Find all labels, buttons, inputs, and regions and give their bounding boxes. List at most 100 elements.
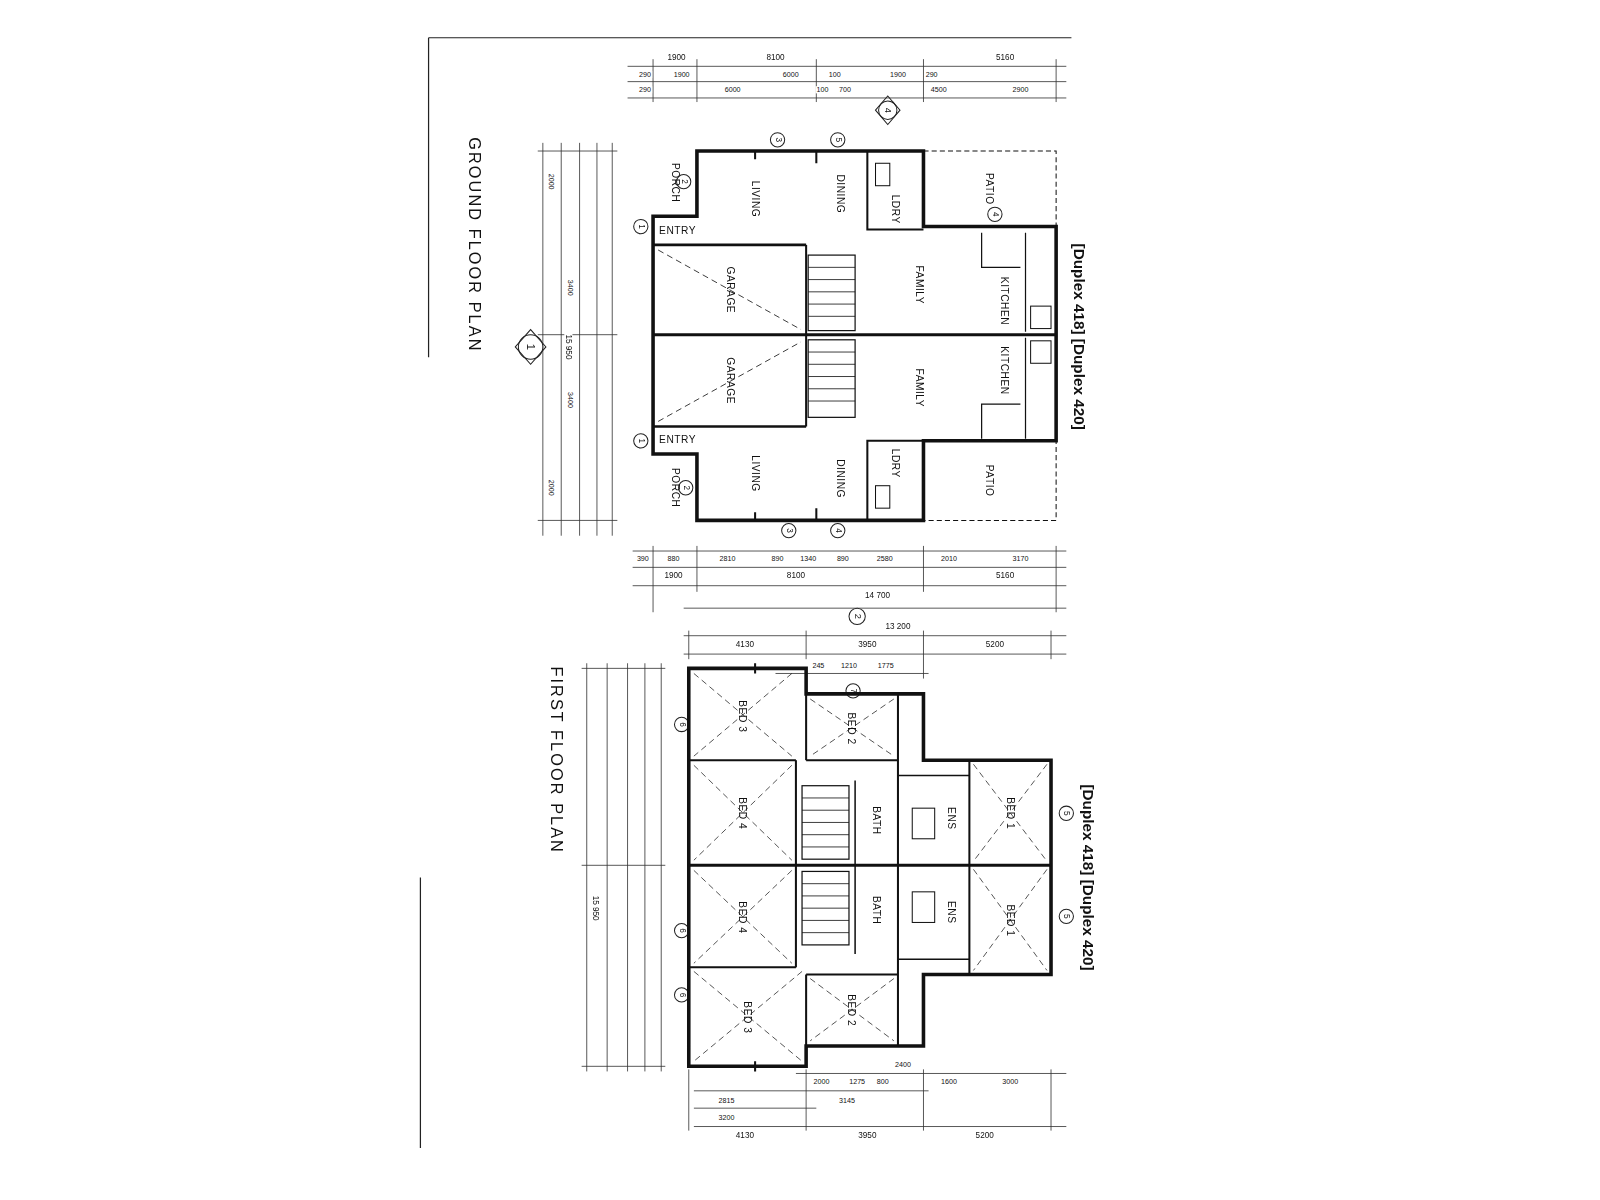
dimension-text: 800	[876, 1078, 890, 1085]
plan-linework	[912, 892, 934, 923]
room-area: ENS	[937, 780, 968, 858]
plan-linework	[806, 631, 807, 660]
plan-linework	[923, 441, 1056, 521]
first-floor-walls	[689, 663, 1051, 1071]
plan-linework	[596, 143, 597, 536]
plan-linework	[634, 219, 648, 233]
dimension-text: 5200	[975, 1132, 995, 1140]
plan-linework	[846, 684, 860, 698]
room-area: GARAGE	[658, 248, 803, 332]
room-area: DINING	[816, 155, 865, 233]
room-area: LIVING	[704, 429, 806, 519]
dimension-text: 2000	[812, 1078, 830, 1085]
room-name: BED 3	[737, 700, 748, 732]
plan-linework	[696, 546, 697, 592]
dimension-text: 14 700	[864, 592, 891, 600]
grid-callout: 6	[678, 992, 686, 999]
dimension-text: 100	[815, 86, 829, 93]
room-area: ENTRY	[657, 427, 698, 454]
grid-callout: 6	[678, 721, 686, 728]
plan-linework	[612, 143, 613, 536]
dimension-text: 5160	[995, 54, 1015, 62]
plan-linework	[805, 974, 807, 1045]
room-name: BED 1	[1005, 797, 1016, 829]
room-area: LDRY	[869, 189, 922, 230]
plan-linework	[805, 694, 807, 760]
room-name: ENTRY	[659, 434, 696, 445]
room-area: PATIO	[926, 153, 1055, 224]
plan-title: FIRST FLOOR PLAN	[548, 665, 564, 855]
dimension-text: 100	[828, 71, 842, 78]
plan-linework	[923, 59, 924, 102]
plan-linework	[923, 546, 924, 592]
plan-linework	[684, 654, 1067, 655]
dimension-text: 3950	[857, 641, 877, 649]
plan-linework	[607, 663, 608, 1071]
plan-linework	[688, 1069, 689, 1130]
grid-bubbles	[515, 96, 1073, 1002]
room-name: BATH	[871, 806, 882, 835]
room-area: KITCHEN	[984, 339, 1025, 402]
dimension-text: 4500	[930, 86, 948, 93]
plan-linework	[653, 546, 654, 612]
room-area: BED 1	[971, 868, 1049, 972]
room-name: PATIO	[984, 173, 995, 205]
room-area: GARAGE	[658, 338, 803, 424]
dimension-text: 290	[638, 71, 652, 78]
plan-title: GROUND FLOOR PLAN	[466, 136, 482, 353]
room-name: FAMILY	[914, 368, 925, 407]
plan-linework	[688, 631, 689, 660]
grid-callout: 7	[849, 688, 857, 695]
room-area: BED 2	[808, 698, 896, 758]
room-name: PORCH	[669, 468, 680, 507]
dimension-text: 2400	[894, 1061, 912, 1068]
plan-linework	[518, 335, 542, 359]
dimension-text: 1900	[663, 571, 683, 579]
plan-linework	[633, 551, 1067, 552]
plan-linework	[808, 267, 855, 401]
dimension-text: 2815	[718, 1096, 736, 1103]
grid-callout: 5	[1062, 913, 1070, 920]
plan-linework	[644, 663, 645, 1071]
plan-linework	[653, 333, 1056, 336]
dimension-text: 245	[811, 662, 825, 669]
dimension-text: 2580	[876, 555, 894, 562]
dimension-text: 1775	[877, 662, 895, 669]
plan-linework	[912, 808, 934, 839]
plan-linework	[898, 775, 969, 777]
plan-linework	[429, 37, 1072, 38]
plan-linework	[674, 923, 688, 937]
plan-linework	[770, 133, 784, 147]
grid-callout: 5	[1062, 810, 1070, 817]
plan-linework	[633, 585, 1067, 586]
plan-linework	[689, 864, 1051, 867]
plan-linework	[1059, 909, 1073, 923]
room-area: BED 2	[808, 977, 896, 1044]
room-name: KITCHEN	[998, 346, 1009, 394]
plan-linework	[561, 143, 562, 536]
room-area: BED 3	[694, 970, 802, 1064]
room-area: BED 1	[971, 763, 1049, 863]
grid-callout: 4	[991, 211, 999, 218]
room-area: DINING	[816, 439, 865, 519]
plan-linework	[694, 1126, 1066, 1127]
dimension-text: 15 950	[591, 895, 599, 922]
plan-linework	[876, 486, 890, 508]
grid-callout: 2	[682, 484, 690, 491]
room-name: DINING	[835, 459, 846, 498]
plan-linework	[854, 781, 856, 954]
dimension-text: 2810	[719, 555, 737, 562]
grid-callout: 1	[637, 223, 645, 230]
dimension-text: 700	[838, 86, 852, 93]
dimension-text: 3145	[838, 1096, 856, 1103]
room-name: BATH	[871, 896, 882, 925]
room-area: ENS	[937, 869, 968, 955]
plan-linework	[582, 668, 666, 669]
plan-linework	[684, 608, 1067, 609]
grid-callout: 2	[853, 613, 862, 620]
plan-linework	[808, 255, 855, 331]
room-name: BED 2	[846, 994, 857, 1026]
dimension-lines	[538, 59, 1067, 1130]
room-name: BED 4	[737, 797, 748, 829]
